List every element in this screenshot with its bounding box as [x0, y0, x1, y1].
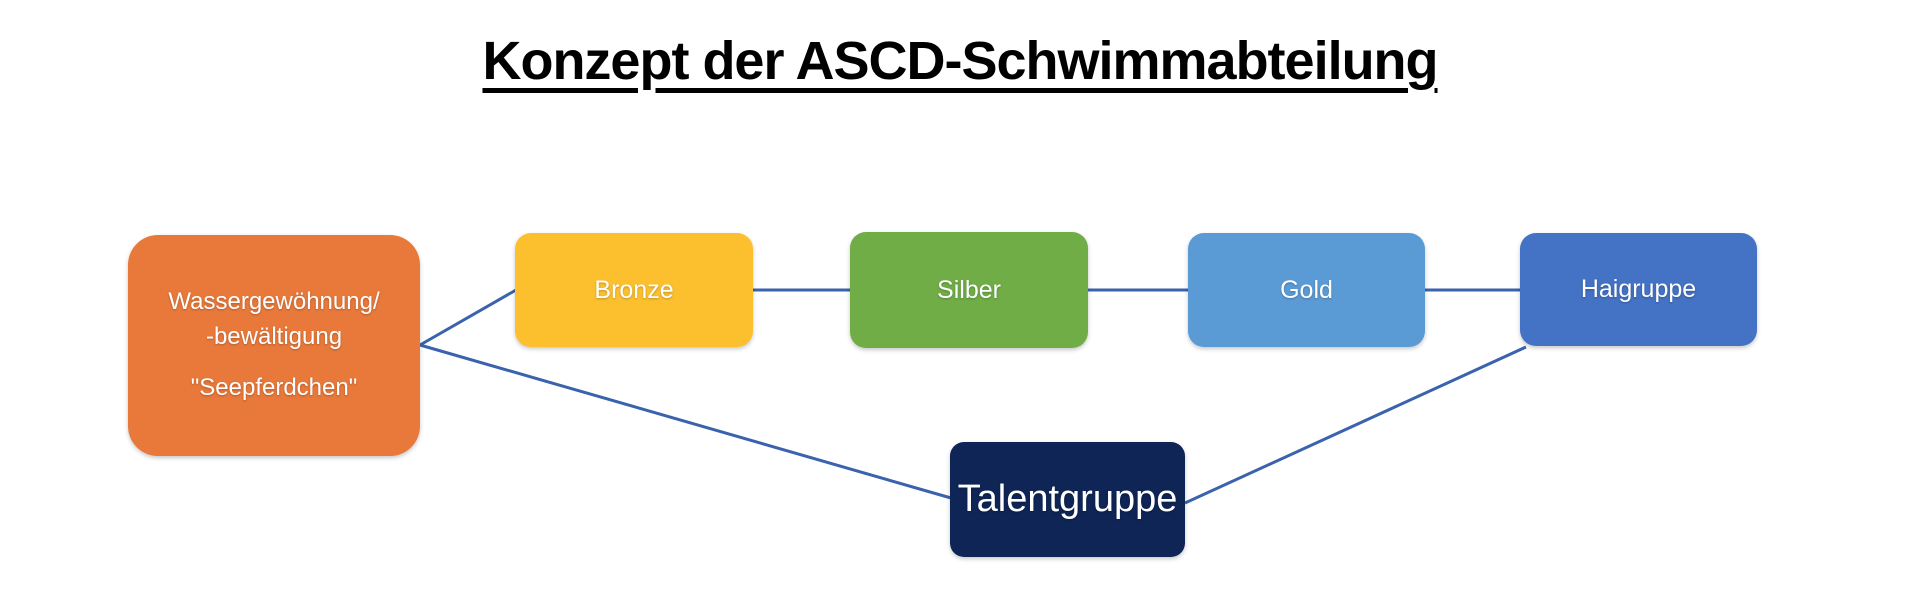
node-seepferdchen: Wassergewöhnung/ -bewältigung "Seepferdche…: [128, 235, 420, 456]
connector-talentgruppe-to-haigruppe: [1184, 345, 1527, 505]
node-talentgruppe-label-line: Talentgruppe: [957, 477, 1178, 520]
node-silber: Silber: [850, 232, 1088, 348]
node-talentgruppe: Talentgruppe: [950, 442, 1185, 557]
node-seepferdchen-label-line: "Seepferdchen": [190, 374, 358, 402]
node-gold-label-line: Gold: [1280, 275, 1333, 304]
connector-seepferdchen-to-talentgruppe: [419, 343, 952, 500]
node-seepferdchen-label-line: Wassergewöhnung/: [168, 287, 380, 315]
node-haigruppe: Haigruppe: [1520, 233, 1757, 346]
node-haigruppe-label-line: Haigruppe: [1580, 275, 1697, 304]
node-seepferdchen-label-line: -bewältigung: [205, 322, 343, 350]
node-bronze: Bronze: [515, 233, 753, 347]
connector-seepferdchen-to-bronze: [419, 288, 517, 347]
node-silber-label-line: Silber: [937, 275, 1001, 304]
page-title: Konzept der ASCD-Schwimmabteilung: [482, 31, 1438, 91]
node-bronze-label-line: Bronze: [594, 275, 674, 304]
node-gold: Gold: [1188, 233, 1425, 347]
